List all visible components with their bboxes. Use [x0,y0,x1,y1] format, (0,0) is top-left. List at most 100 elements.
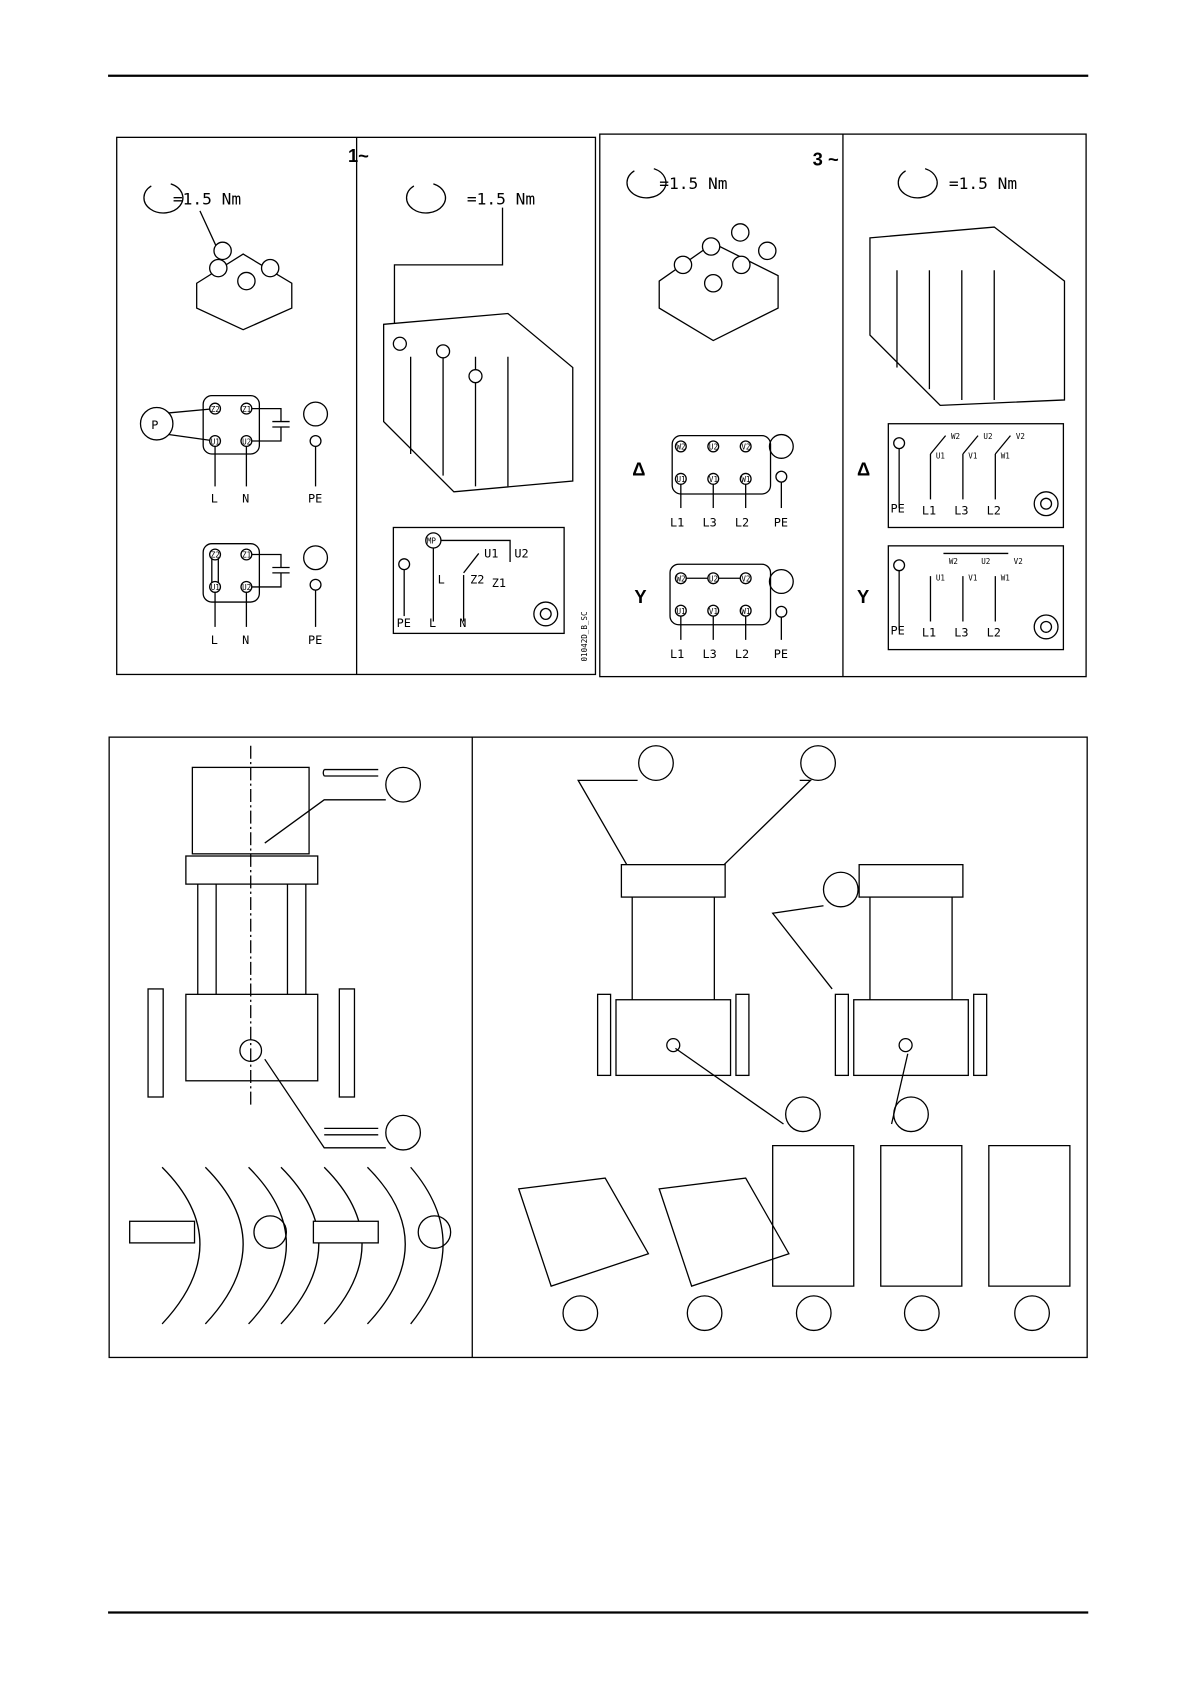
line-label: PE [890,623,904,637]
line-label: L1 [922,626,936,640]
switch-label: V1 [968,573,978,582]
terminal-label: U1 [677,475,687,484]
line-label: PE [890,501,904,515]
callout-circle [903,1295,940,1332]
terminal-connector-drawing [382,312,574,493]
terminal-label: U2 [709,443,718,452]
switch-label: U2 [983,432,992,441]
switch-label: Z2 [470,573,484,587]
line-label: L2 [987,504,1001,518]
callout-circle [385,766,422,803]
star-symbol: Y [857,586,869,607]
terminal-label: Z1 [242,405,252,414]
switch-label: W2 [951,432,960,441]
switch-label: V2 [1014,557,1023,566]
line-label: L1 [670,515,684,529]
pump-icon [1033,491,1059,517]
switch-label: W1 [1001,573,1011,582]
callout-circle [785,1096,821,1133]
detail-views [517,1144,1071,1287]
delta-switch-diagram: Δ W2 U2 V2 U1 V1 W1 PE L1 L3 L2 [857,423,1065,529]
pump-icon [1033,614,1059,640]
torque-arrow-icon [143,183,184,214]
callout-circle [385,1114,422,1151]
star-switch-diagram: Y W2 U2 V2 U1 V1 W1 PE L1 L3 L2 [857,545,1065,651]
line-label: L3 [954,504,968,518]
switch-label: W2 [949,557,958,566]
wrench-icon [324,1127,379,1136]
switch-wiring-diagram: MP U1 U2 L Z2 Z1 PE L N [392,526,565,635]
switch-label: W1 [1001,451,1011,460]
terminal-label: U2 [242,583,251,592]
callout-circle [562,1295,599,1332]
terminal-block-drawing [196,241,293,331]
three-phase-title: 3 ~ [813,148,839,169]
protector-label: MP [427,537,437,546]
switch-label: L [438,573,445,587]
pump-icon [533,601,559,627]
three-phase-panel: 3 ~ =1.5 Nm =1.5 Nm Δ W2 U2 V2 U1 V1 [599,133,1087,678]
callout-circle [893,1096,929,1133]
line-label: PE [774,647,788,661]
line-label: L1 [670,647,684,661]
terminal-connector-drawing [869,226,1066,407]
pump-drawing-right [517,745,1071,1332]
line-label: PE [397,616,411,630]
callout-circle [686,1295,723,1332]
delta-symbol: Δ [632,459,645,480]
terminal-label: V2 [741,443,750,452]
wrench-icon [322,768,379,777]
switch-label: U2 [514,547,528,561]
line-label: L [211,492,218,506]
single-phase-title: 1~ [348,145,369,166]
drawing-code: 01042D_B_SC [580,612,589,662]
terminal-block-drawing [658,223,779,342]
terminal-label: U2 [242,437,251,446]
switch-label: U1 [484,547,498,561]
pump-maintenance-panel [108,736,1088,1359]
line-label: L [429,616,436,630]
switch-label: V1 [968,451,978,460]
terminals: W2 U2 V2 U1 V1 W1 [674,440,752,485]
star-wiring-diagram: Y W2 U2 V2 U1 V1 W1 L1 L3 L2 PE [634,563,794,661]
line-label: N [242,633,249,647]
capacitor-wiring-diagram: P Z2 Z1 U1 U2 L N PE [139,394,329,506]
terminal-label: Z2 [211,405,220,414]
terminal-label: Z2 [211,551,220,560]
protector-label: P [151,418,158,432]
torque-label-right: =1.5 Nm [467,189,535,208]
terminal-label: V2 [741,575,750,584]
torque-label-right: =1.5 Nm [949,174,1017,193]
line-label: L1 [922,504,936,518]
single-phase-panel: 1~ =1.5 Nm =1.5 Nm P Z2 Z1 U1 U2 [116,136,597,676]
torque-label-left: =1.5 Nm [659,174,727,193]
line-label: L2 [987,626,1001,640]
line-label: L3 [954,626,968,640]
switch-label: U1 [936,451,946,460]
callout-circle [638,745,674,782]
bridged-wiring-diagram: Z2 Z1 U1 U2 L N PE [202,543,329,647]
torque-label-left: =1.5 Nm [173,189,241,208]
line-label: L [211,633,218,647]
delta-wiring-diagram: Δ W2 U2 V2 U1 V1 W1 L1 L3 L2 PE [632,433,794,529]
terminal-label: W1 [741,475,751,484]
callout-circle [795,1295,832,1332]
callout-circle [822,871,859,908]
line-label: PE [308,492,322,506]
terminal-label: U2 [709,575,718,584]
terminal-label: U1 [211,437,221,446]
line-label: L2 [735,515,749,529]
terminal-label: V1 [709,475,719,484]
switch-label: V2 [1016,432,1025,441]
pump-drawing-left [129,745,452,1325]
line-label: PE [774,515,788,529]
callout-circle [800,745,837,782]
callout-circle [1014,1295,1050,1332]
line-label: L3 [702,515,716,529]
terminal-label: V1 [709,607,719,616]
terminal-label: W1 [741,607,751,616]
switch-label: U1 [936,573,946,582]
line-label: N [242,492,249,506]
switch-label: Z1 [492,576,506,590]
